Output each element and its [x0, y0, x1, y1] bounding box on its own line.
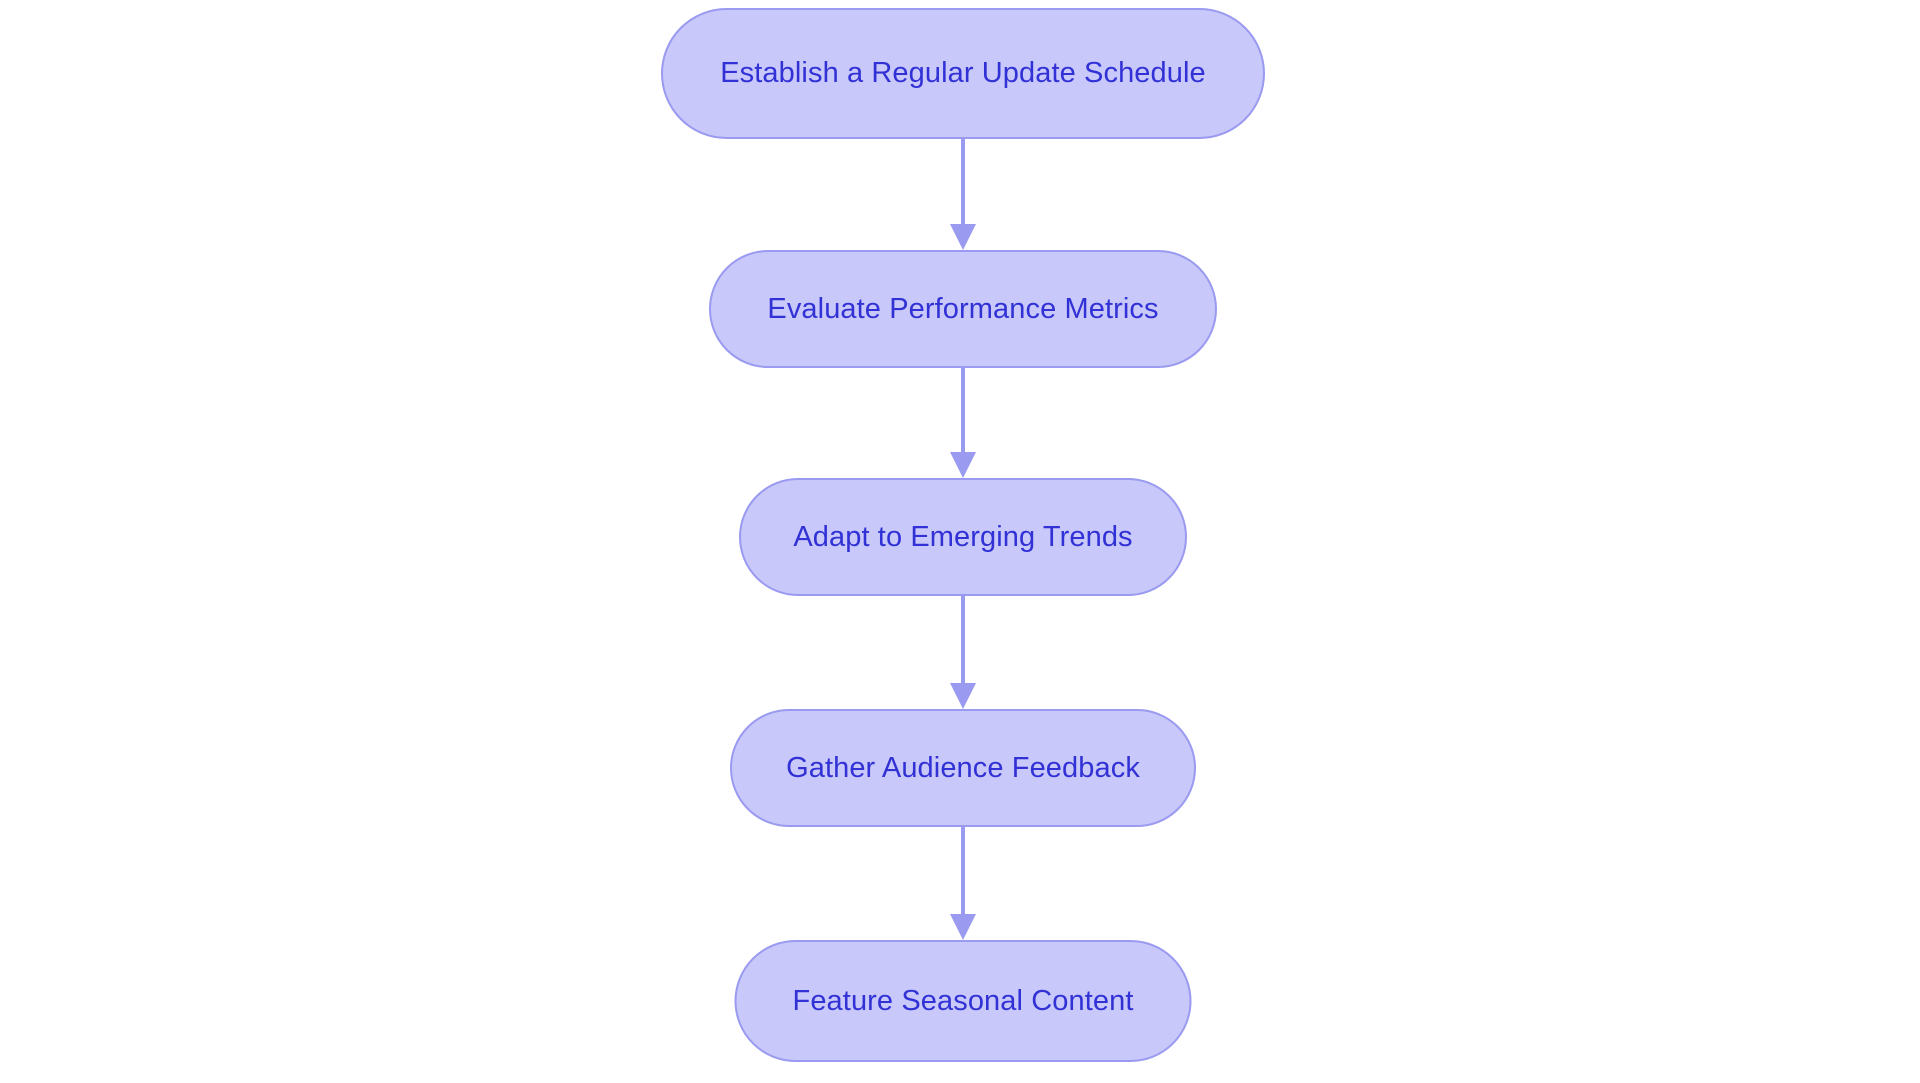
arrow-head-icon [950, 452, 976, 478]
flow-node-label: Establish a Regular Update Schedule [720, 57, 1206, 89]
arrow-head-icon [950, 914, 976, 940]
arrow-head-icon [950, 683, 976, 709]
flow-node-evaluate-performance-metrics[interactable]: Evaluate Performance Metrics [709, 250, 1217, 368]
arrow-shaft [961, 596, 965, 685]
flow-node-label: Evaluate Performance Metrics [767, 292, 1159, 325]
flow-edge-2-3 [950, 368, 976, 478]
flow-node-label: Feature Seasonal Content [792, 984, 1134, 1017]
flow-node-gather-audience-feedback[interactable]: Gather Audience Feedback [730, 709, 1196, 827]
flow-node-adapt-emerging-trends[interactable]: Adapt to Emerging Trends [739, 478, 1187, 596]
flow-edge-4-5 [950, 827, 976, 940]
flow-node-label: Gather Audience Feedback [786, 751, 1140, 784]
arrow-shaft [961, 827, 965, 916]
arrow-shaft [961, 368, 965, 454]
arrow-head-icon [950, 224, 976, 250]
flow-edge-3-4 [950, 596, 976, 709]
flow-node-label: Adapt to Emerging Trends [793, 520, 1133, 553]
arrow-shaft [961, 139, 965, 226]
flow-edge-1-2 [950, 139, 976, 250]
flow-node-feature-seasonal-content[interactable]: Feature Seasonal Content [734, 940, 1192, 1062]
flow-node-establish-update-schedule[interactable]: Establish a Regular Update Schedule [661, 8, 1265, 139]
